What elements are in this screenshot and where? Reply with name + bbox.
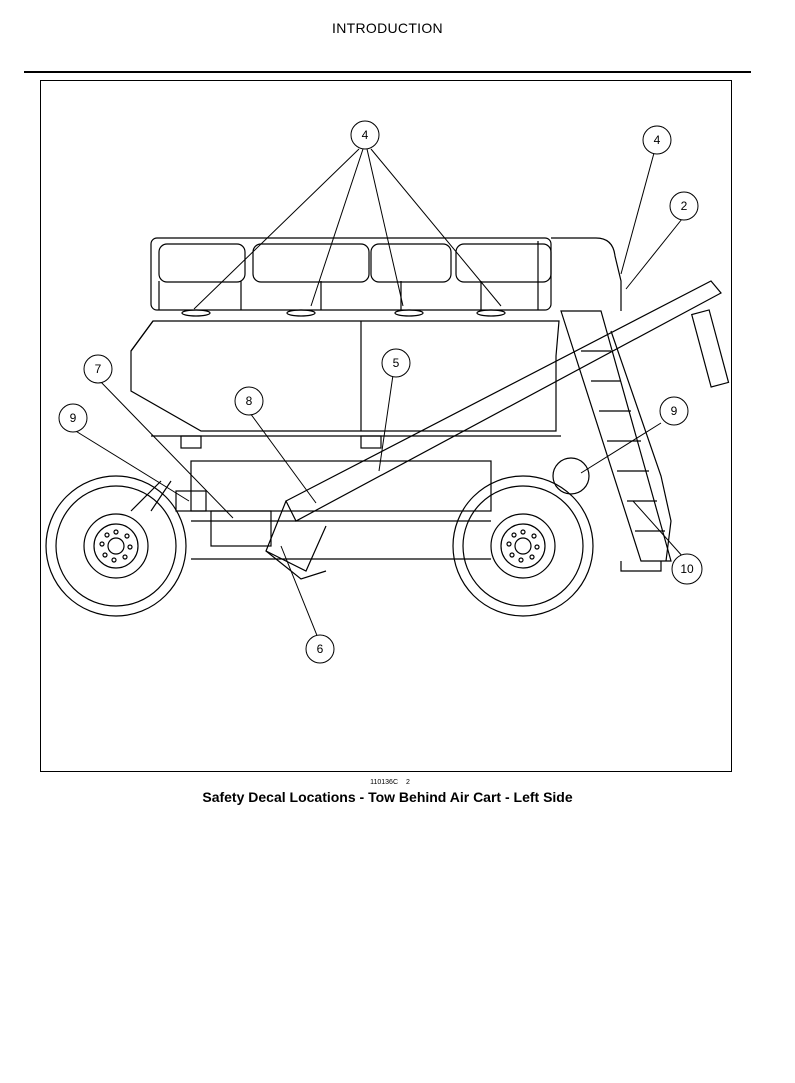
callout-label: 4 [362, 128, 369, 142]
air-cart-figure: 4 4 2 7 5 8 9 9 [40, 80, 732, 772]
seed-tank [130, 320, 560, 432]
tank-railing [150, 237, 552, 311]
figure-number: 2 [405, 779, 410, 786]
callout-8: 8 [234, 386, 264, 416]
callout-4-right: 4 [642, 125, 672, 155]
page-header-title: INTRODUCTION [332, 20, 443, 36]
callout-7: 7 [83, 354, 113, 384]
rear-wheel [45, 475, 187, 617]
callout-5: 5 [381, 348, 411, 378]
callout-6: 6 [305, 634, 335, 664]
figure-caption: Safety Decal Locations - Tow Behind Air … [202, 789, 573, 805]
auger [285, 280, 722, 522]
callout-label: 4 [654, 133, 661, 147]
callout-9-left: 9 [58, 403, 88, 433]
fan-housing [552, 457, 590, 495]
callout-label: 9 [671, 404, 678, 418]
callout-10: 10 [671, 553, 703, 585]
air-cart-drawing: 4 4 2 7 5 8 9 9 [45, 120, 730, 664]
callout-4-top: 4 [350, 120, 380, 150]
callout-label: 9 [70, 411, 77, 425]
header-rule [24, 71, 751, 73]
callout-label: 2 [681, 199, 688, 213]
ladder [560, 310, 672, 562]
callout-label: 10 [680, 562, 694, 576]
air-cart-illustration [45, 237, 730, 617]
callout-label: 6 [317, 642, 324, 656]
figure-code: 110136C [370, 779, 399, 786]
callout-2: 2 [669, 191, 699, 221]
callout-9-right: 9 [659, 396, 689, 426]
leader-lines [73, 148, 685, 639]
callout-label: 7 [95, 362, 102, 376]
figure-id: 110136C 2 [330, 779, 450, 786]
front-wheel [452, 475, 594, 617]
callout-label: 5 [393, 356, 400, 370]
callout-label: 8 [246, 394, 253, 408]
